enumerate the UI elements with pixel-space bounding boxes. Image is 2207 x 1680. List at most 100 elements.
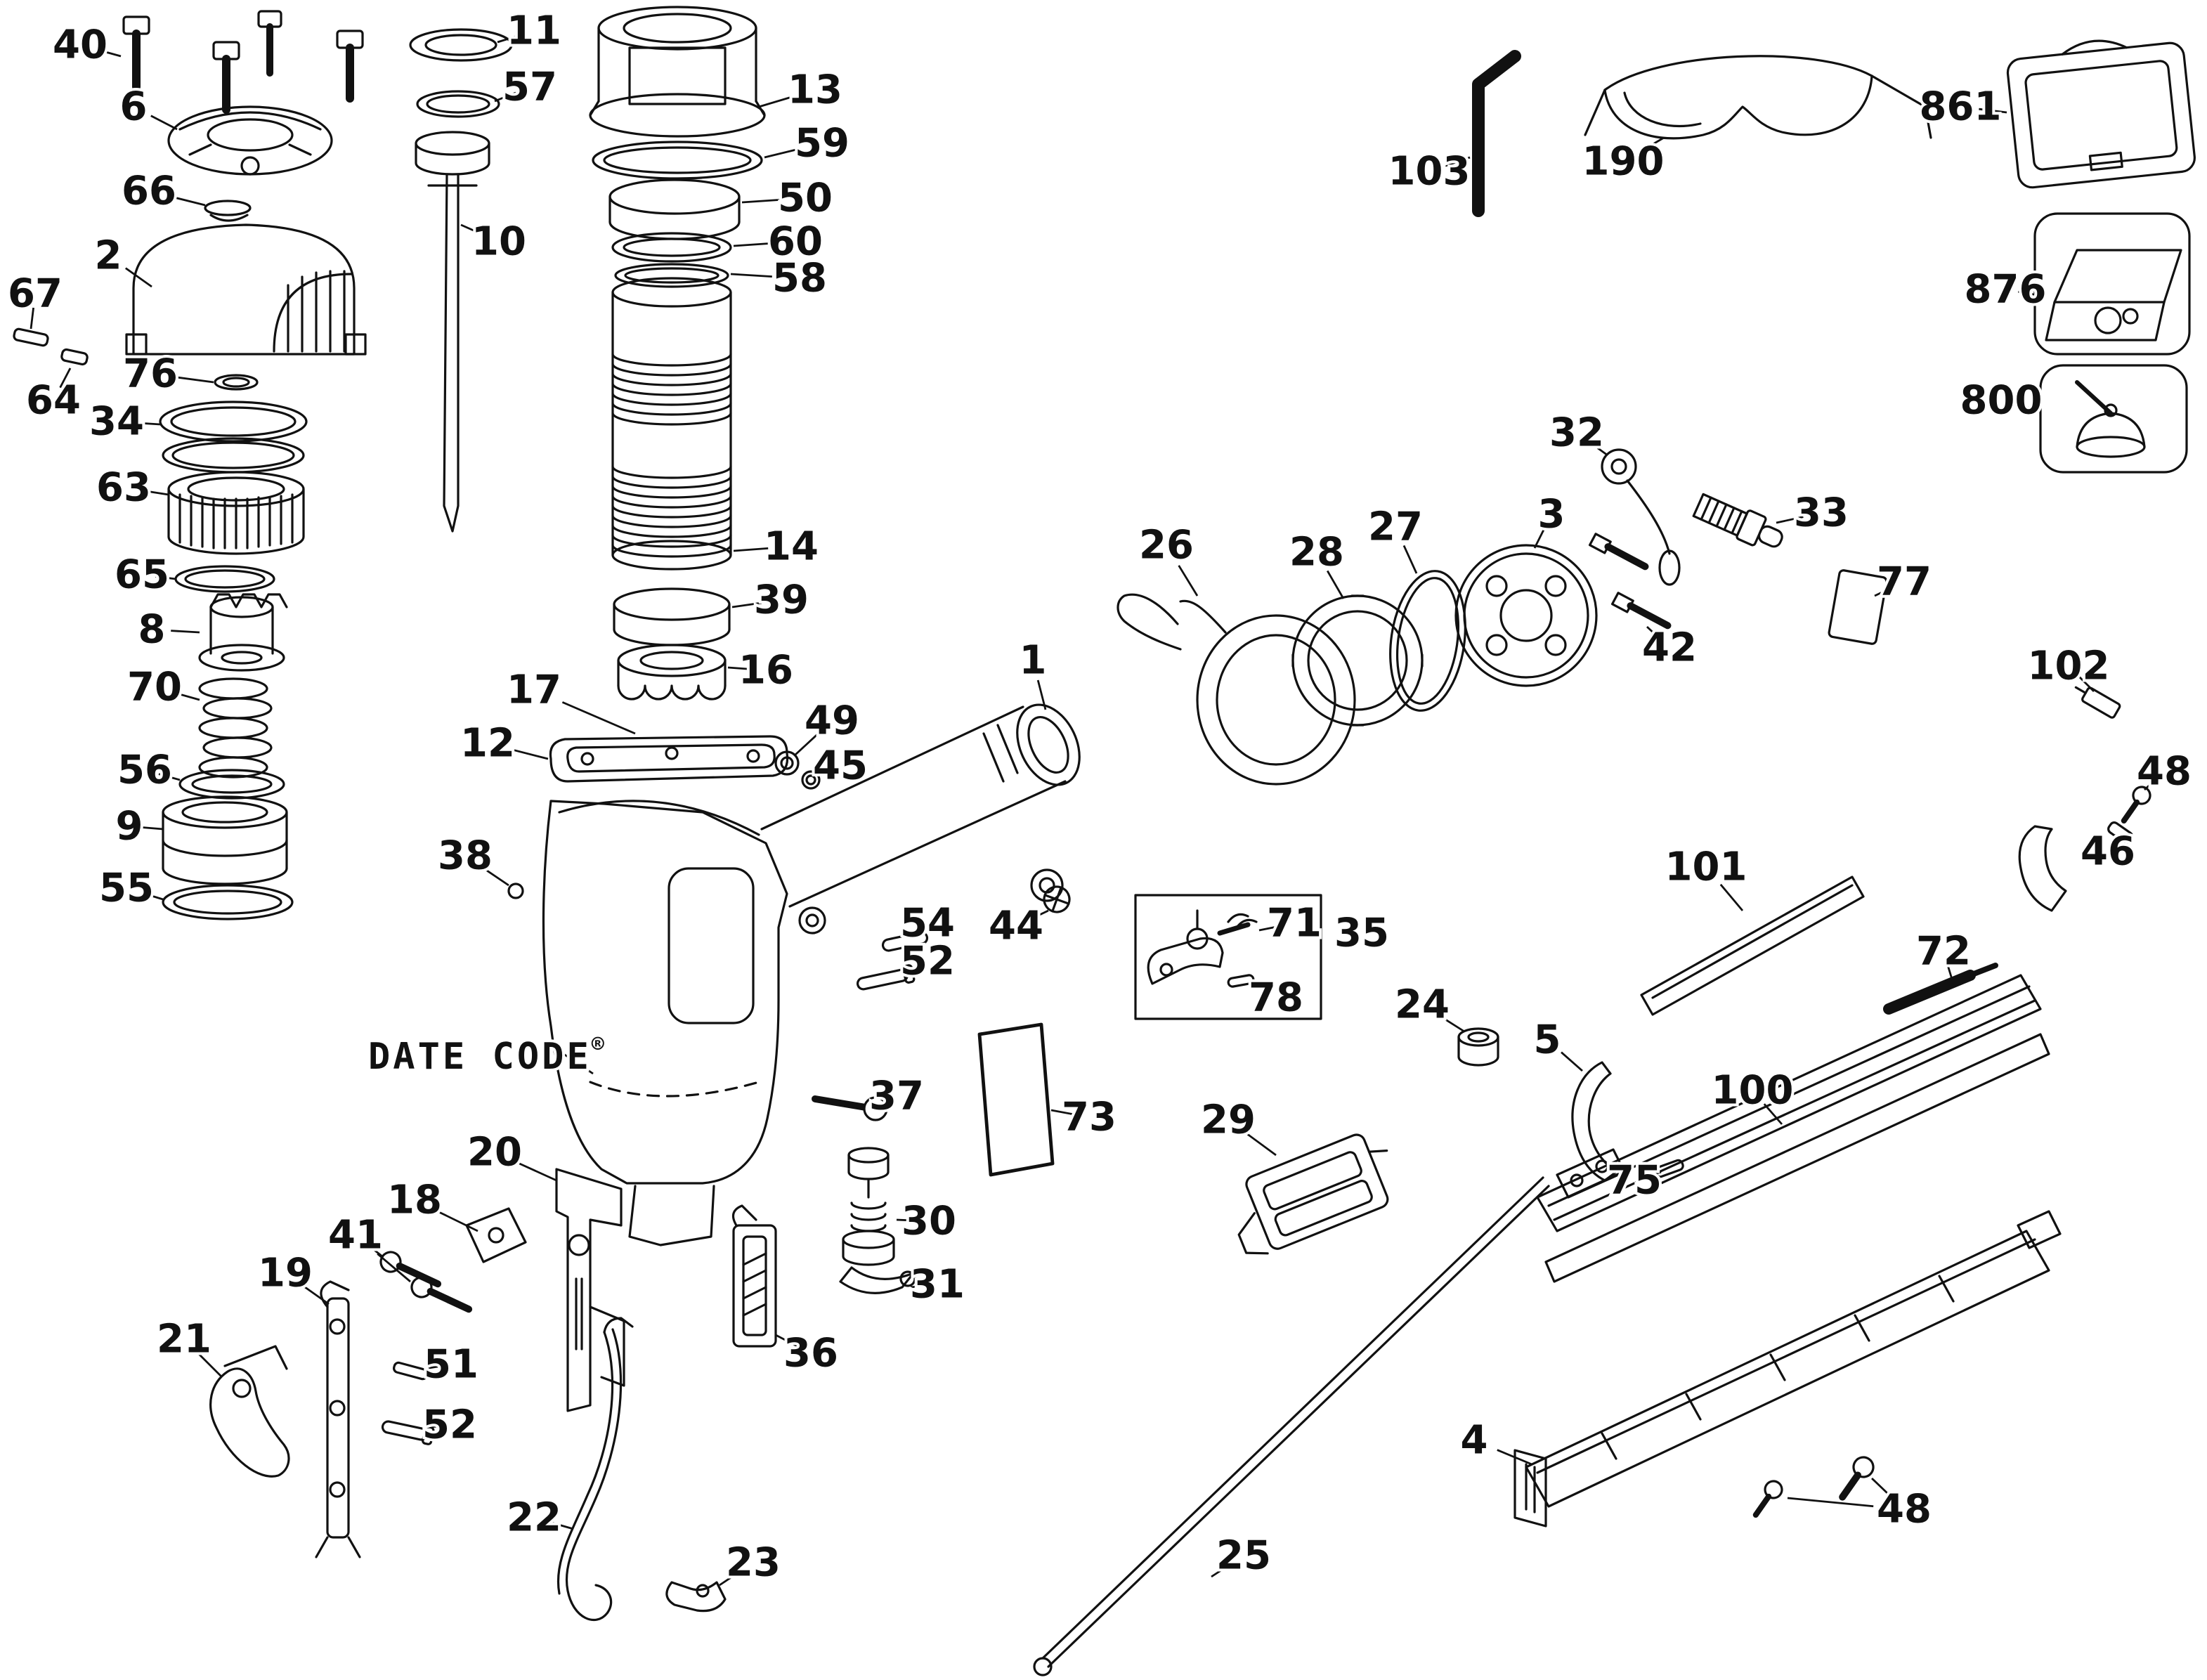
part-label-50: 50 bbox=[778, 176, 833, 221]
leader-line bbox=[1438, 1015, 1465, 1033]
leader-lines bbox=[30, 34, 2157, 1587]
leader-line bbox=[1533, 527, 1546, 549]
part-contact-trip-19 bbox=[315, 1280, 361, 1558]
part-pusher-rod-25 bbox=[1033, 1176, 1550, 1676]
leader-line bbox=[727, 666, 751, 670]
leader-line bbox=[1036, 679, 1047, 710]
leader-line bbox=[482, 866, 509, 887]
part-rod-72 bbox=[1883, 963, 1998, 1015]
leader-line bbox=[733, 242, 771, 247]
leader-line bbox=[910, 1284, 927, 1289]
part-label-58: 58 bbox=[772, 256, 827, 301]
part-label-34: 34 bbox=[89, 399, 144, 445]
part-pin-52 bbox=[857, 964, 916, 991]
leader-line bbox=[561, 701, 636, 735]
part-trigger-21 bbox=[209, 1345, 290, 1478]
part-label-66: 66 bbox=[122, 169, 176, 214]
leader-line bbox=[733, 547, 769, 552]
part-label-65: 65 bbox=[115, 552, 169, 598]
part-ring-gasket-28 bbox=[1291, 594, 1424, 727]
leader-line bbox=[171, 195, 206, 207]
part-label-52: 52 bbox=[900, 939, 955, 984]
leader-line bbox=[460, 223, 484, 236]
leader-line bbox=[731, 601, 762, 608]
part-label-70: 70 bbox=[127, 665, 182, 710]
leader-line bbox=[1776, 516, 1804, 524]
leader-line bbox=[175, 376, 214, 384]
part-rail-middle bbox=[1544, 1033, 2050, 1283]
part-label-35: 35 bbox=[1334, 911, 1389, 956]
part-trip-wire-22 bbox=[556, 1317, 634, 1621]
leader-line bbox=[559, 1050, 594, 1075]
part-label-46: 46 bbox=[2081, 829, 2135, 875]
leader-line bbox=[519, 1162, 557, 1182]
part-ring-39 bbox=[613, 587, 731, 646]
part-label-14: 14 bbox=[764, 524, 819, 570]
leader-line bbox=[1639, 136, 1665, 153]
part-label-54: 54 bbox=[900, 901, 955, 946]
leader-line bbox=[1211, 1563, 1232, 1578]
part-screw-46 bbox=[2107, 821, 2134, 845]
part-label-63: 63 bbox=[96, 465, 151, 511]
part-label-39: 39 bbox=[754, 578, 809, 623]
part-valve-piston-8 bbox=[198, 593, 288, 672]
part-gasket-12 bbox=[549, 735, 789, 783]
part-label-18: 18 bbox=[387, 1178, 442, 1223]
leader-line bbox=[549, 1521, 574, 1530]
part-label-73: 73 bbox=[1062, 1095, 1116, 1140]
leader-line bbox=[1646, 625, 1662, 641]
leader-line bbox=[512, 748, 549, 760]
leader-line bbox=[198, 1353, 223, 1378]
part-label-31: 31 bbox=[910, 1262, 965, 1308]
leader-line bbox=[741, 199, 781, 204]
leader-line bbox=[494, 91, 516, 103]
part-screw-48-right bbox=[1839, 1456, 1875, 1501]
leader-line bbox=[150, 115, 178, 131]
part-rail-100 bbox=[1536, 825, 2067, 1249]
leader-line bbox=[1258, 925, 1281, 932]
leader-line bbox=[775, 1334, 797, 1347]
part-label-30: 30 bbox=[901, 1199, 956, 1244]
leader-line bbox=[30, 307, 34, 330]
part-label-77: 77 bbox=[1877, 559, 1932, 605]
part-screws-42 bbox=[1588, 533, 1672, 630]
part-pin-51 bbox=[393, 1361, 429, 1381]
part-label-100: 100 bbox=[1712, 1068, 1794, 1114]
part-driver-blade-10 bbox=[415, 131, 490, 533]
part-label-19: 19 bbox=[258, 1251, 313, 1296]
part-label-9: 9 bbox=[116, 804, 143, 849]
part-exhaust-deflector bbox=[167, 105, 333, 176]
part-label-40: 40 bbox=[53, 22, 108, 68]
part-washer-49 bbox=[774, 750, 800, 776]
diagram-art bbox=[13, 6, 2196, 1676]
part-label-21: 21 bbox=[157, 1317, 211, 1362]
part-label-59: 59 bbox=[795, 121, 849, 167]
part-label-42: 42 bbox=[1642, 625, 1697, 671]
part-clamp-lever-26 bbox=[1116, 593, 1356, 786]
part-cap-24 bbox=[1457, 1027, 1499, 1067]
part-oring-60 bbox=[611, 232, 732, 263]
part-carrying-case-861 bbox=[2006, 39, 2196, 189]
leader-line bbox=[915, 927, 924, 937]
leader-line bbox=[439, 1211, 478, 1232]
part-housing-1 bbox=[542, 703, 1081, 1246]
part-label-8: 8 bbox=[138, 607, 166, 653]
part-bracket-18 bbox=[465, 1207, 527, 1263]
part-washer-45 bbox=[801, 770, 821, 790]
leader-line bbox=[1561, 1051, 1583, 1072]
part-label-48: 48 bbox=[2137, 749, 2192, 795]
leader-line bbox=[764, 148, 800, 159]
part-magazine-4 bbox=[1513, 1230, 2050, 1528]
part-label-49: 49 bbox=[805, 698, 859, 744]
leader-line bbox=[1402, 545, 1418, 574]
part-label-64: 64 bbox=[26, 378, 81, 424]
part-label-37: 37 bbox=[869, 1074, 924, 1119]
part-label-25: 25 bbox=[1216, 1533, 1271, 1579]
part-label-1: 1 bbox=[1020, 638, 1047, 684]
leader-line bbox=[2144, 778, 2157, 791]
part-label-23: 23 bbox=[726, 1540, 781, 1586]
part-cap-screws bbox=[122, 10, 364, 114]
part-clip-23 bbox=[665, 1581, 727, 1613]
leader-line bbox=[1178, 565, 1199, 597]
